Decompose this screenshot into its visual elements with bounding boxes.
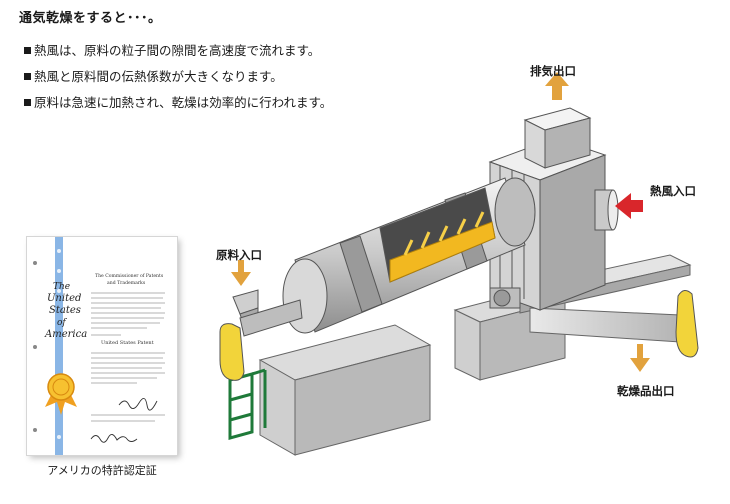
hot-air-inlet-duct xyxy=(594,189,619,231)
svg-text:of: of xyxy=(57,318,67,328)
yellow-inspection-tab xyxy=(219,323,245,381)
square-bullet-icon xyxy=(24,99,31,106)
flight-paddles xyxy=(403,211,485,256)
rotary-dryer-illustration xyxy=(219,72,699,456)
certificate-body-line: and Trademarks xyxy=(107,280,146,286)
material-inlet-arrow-icon xyxy=(231,260,251,286)
benefit-item: 原料は急速に加熱され、乾燥は効率的に行われます。 xyxy=(24,95,332,121)
exhaust-arrow-icon xyxy=(545,72,569,100)
dried-product-outlet-label: 乾燥品出口 xyxy=(617,384,675,398)
product-outlet-arrow-icon xyxy=(630,344,650,372)
rotary-drum xyxy=(282,177,536,334)
certificate-fine-print xyxy=(91,292,165,422)
benefit-list: 熱風は、原料の粒子間の隙間を高速度で流れます。 熱風と原料間の伝熱係数が大きくな… xyxy=(24,43,332,121)
hot-air-arrow-icon xyxy=(615,193,643,219)
drive-motor xyxy=(489,287,521,309)
patent-certificate-image: The United States of America The Commiss… xyxy=(27,237,177,455)
square-bullet-icon xyxy=(24,73,31,80)
svg-text:America: America xyxy=(44,329,87,340)
feed-hopper xyxy=(232,289,303,337)
binder-hole-icon xyxy=(33,428,37,432)
concrete-base xyxy=(258,324,432,456)
svg-text:The: The xyxy=(53,282,70,292)
svg-text:United: United xyxy=(47,293,81,304)
svg-text:States: States xyxy=(49,305,81,316)
exhaust-outlet-label: 排気出口 xyxy=(530,64,576,78)
certificate-body-line: United States Patent xyxy=(101,340,154,346)
yellow-inspection-tab xyxy=(675,290,699,358)
hot-air-inlet-label: 熱風入口 xyxy=(650,184,696,198)
gold-seal-icon xyxy=(45,373,77,415)
ribbon xyxy=(55,237,63,455)
support-stand xyxy=(228,368,267,440)
benefit-item: 熱風は、原料の粒子間の隙間を高速度で流れます。 xyxy=(24,43,332,69)
certificate-caption: アメリカの特許認定証 xyxy=(47,464,157,477)
binder-hole-icon xyxy=(33,261,37,265)
benefit-item: 熱風と原料間の伝熱係数が大きくなります。 xyxy=(24,69,332,95)
square-bullet-icon xyxy=(24,47,31,54)
seal-script-text: The United States of America xyxy=(44,282,87,340)
signature-scribble xyxy=(90,398,158,443)
page-heading: 通気乾燥をすると･･･。 xyxy=(19,11,162,26)
material-inlet-label: 原料入口 xyxy=(216,248,262,262)
certificate-body-line: The Commissioner of Patents xyxy=(95,273,164,279)
binder-hole-icon xyxy=(33,345,37,349)
